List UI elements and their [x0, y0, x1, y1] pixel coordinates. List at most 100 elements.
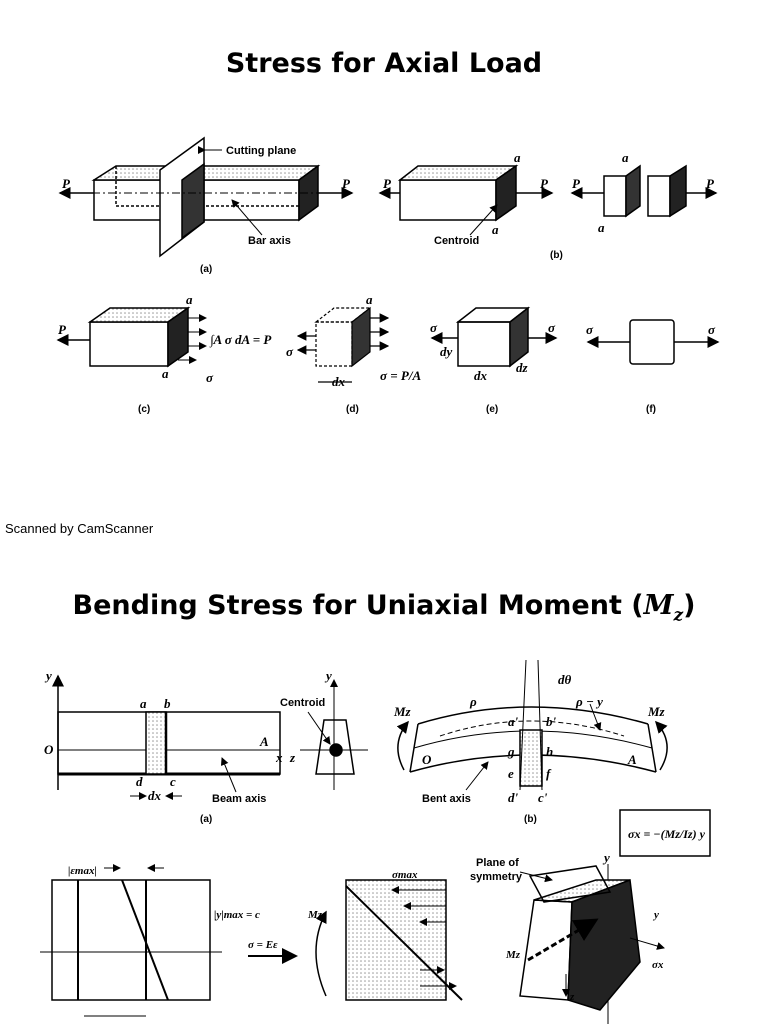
axial-figure-a	[58, 136, 354, 258]
stress-block-3d	[519, 864, 665, 1024]
y-axis-label-3d: y	[602, 850, 610, 865]
point-a-label-b1: a	[514, 150, 521, 165]
origin-label: O	[44, 742, 54, 757]
point-d-label-beam: d	[136, 774, 143, 789]
moment-label-b-right: Mz	[647, 704, 666, 719]
element-e-front	[457, 321, 511, 367]
cutting-plane-label: Cutting plane	[226, 145, 296, 157]
sigma-label-e-right: σ	[548, 320, 556, 335]
slice-d-top	[314, 307, 372, 323]
radius-line-left	[519, 659, 527, 791]
moment-label-3d: Mz	[505, 949, 521, 961]
point-e-label: e	[508, 766, 514, 781]
bent-beam-top	[417, 706, 649, 725]
dx-label-e: dx	[474, 368, 488, 383]
moment-arrow-stress	[315, 910, 327, 997]
element-f-square	[629, 319, 675, 365]
caption-c: (c)	[138, 404, 150, 415]
dx-label-beam: dx	[148, 788, 162, 803]
moment-label-stress: Mz	[307, 909, 323, 921]
moment-arrow-right	[654, 720, 668, 771]
y-label-3d: y	[652, 909, 659, 921]
force-p-label-a-right: P	[342, 176, 351, 191]
point-h-label: h	[546, 744, 553, 759]
slice-left-front	[603, 175, 627, 217]
y-axis-label-a: y	[44, 668, 52, 683]
bending-stress-title: Bending Stress for Uniaxial Moment (Mz)	[0, 590, 768, 625]
sigma-label-e-left: σ	[430, 320, 438, 335]
hooke-label: σ = Eε	[248, 939, 278, 951]
centroid-label-b: Centroid	[434, 235, 479, 247]
point-A-label-b: A	[627, 752, 637, 767]
symmetry-plane	[528, 865, 612, 903]
axial-figure-d	[296, 306, 390, 383]
rho-minus-y-leader	[589, 703, 602, 731]
bending-figure-b	[396, 659, 668, 791]
point-A-label-a: A	[259, 734, 269, 749]
bar-c-front	[89, 321, 169, 367]
eps-max-label: |εmax|	[68, 865, 97, 877]
point-g-label: g	[507, 744, 515, 759]
bending-title-subscript: z	[673, 605, 684, 626]
slice-d-face	[351, 306, 371, 368]
dx-label-d: dx	[332, 374, 346, 389]
sigma-x-arrow	[629, 937, 665, 950]
caption-b: (b)	[550, 250, 563, 261]
stress-section-outline	[345, 879, 447, 1001]
beam-axis-label: Beam axis	[212, 793, 266, 805]
stress-diagram	[315, 879, 463, 1001]
flexure-formula: σx = −(Mz/Iz) y	[628, 827, 706, 841]
force-p-label-c: P	[58, 322, 67, 337]
sigma-label-f-right: σ	[708, 322, 716, 337]
moment-label-b-left: Mz	[393, 704, 412, 719]
bar-axis-leader	[231, 199, 263, 236]
element-e-face	[509, 306, 529, 368]
point-f-label: f	[546, 766, 552, 781]
integral-label: ∫A σ dA = P	[209, 332, 272, 348]
beam-element-dx	[145, 711, 167, 775]
slice-right-face	[669, 164, 687, 218]
bar-c-face	[167, 306, 189, 368]
strain-profile-line	[121, 879, 169, 1001]
point-a-label-beam: a	[140, 696, 147, 711]
dtheta-label: dθ	[558, 672, 572, 687]
y-axis-label-section: y	[324, 668, 332, 683]
force-p-label-b3: P	[572, 176, 581, 191]
point-c-label-beam: c	[170, 774, 176, 789]
sigma-label-f-left: σ	[586, 322, 594, 337]
symmetry-leader	[519, 871, 553, 883]
beam-outline	[57, 711, 281, 775]
bending-figure-a	[52, 674, 368, 800]
strain-section-outline	[51, 879, 211, 1001]
stress-profile-line	[345, 885, 463, 1001]
sigma-x-label: σx	[652, 959, 664, 971]
point-c-prime-label: c'	[538, 790, 548, 805]
rho-label: ρ	[469, 694, 477, 709]
bent-axis-leader	[465, 761, 489, 791]
point-b-label-beam: b	[164, 696, 171, 711]
point-a-prime-label: a'	[508, 714, 519, 729]
bending-title-text: Bending Stress for Uniaxial Moment (	[72, 590, 644, 621]
point-b-prime-label: b'	[546, 714, 557, 729]
point-a-label-b2: a	[492, 222, 499, 237]
axial-load-title: Stress for Axial Load	[225, 48, 543, 79]
axial-figure-c	[56, 306, 207, 368]
point-a-label-b3: a	[622, 150, 629, 165]
bar-top-face	[91, 165, 321, 181]
point-a-label-b4: a	[598, 220, 605, 235]
moment-vector-3d	[527, 918, 599, 962]
force-p-label-a-left: P	[62, 176, 71, 191]
caption-a: (a)	[200, 264, 212, 275]
sigma-label-c: σ	[206, 370, 214, 385]
point-a-label-d: a	[366, 292, 373, 307]
radius-arc	[439, 720, 625, 737]
slice-d-left	[315, 321, 353, 367]
bending-title-close: )	[683, 590, 696, 621]
origin-label-b: O	[422, 752, 432, 767]
bent-element	[519, 729, 543, 787]
dz-label: dz	[516, 360, 529, 375]
ymax-label: |y|max = c	[214, 909, 260, 921]
z-label-3d: z	[569, 991, 575, 1003]
centroid-dot	[329, 743, 343, 757]
bending-title-symbol: M	[643, 590, 674, 621]
